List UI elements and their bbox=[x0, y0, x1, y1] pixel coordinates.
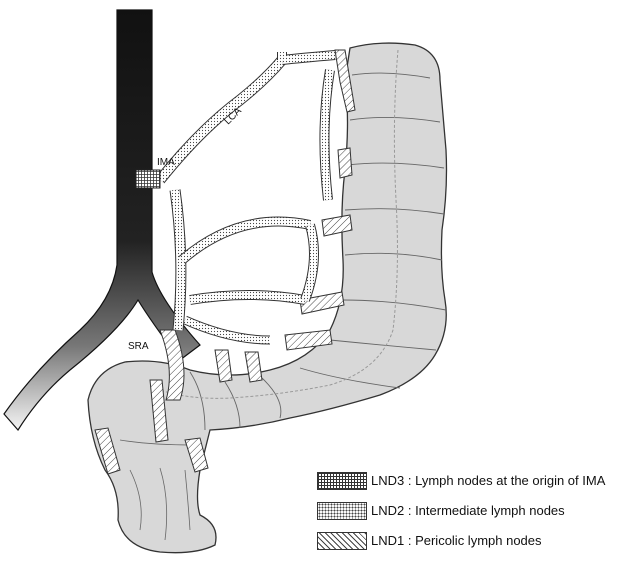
legend-text-lnd3: LND3 : Lymph nodes at the origin of IMA bbox=[371, 473, 605, 488]
legend-swatch-lnd3 bbox=[317, 472, 367, 490]
legend-text-lnd1: LND1 : Pericolic lymph nodes bbox=[371, 533, 542, 548]
legend: LND3 : Lymph nodes at the origin of IMA … bbox=[317, 470, 632, 560]
legend-text-lnd2: LND2 : Intermediate lymph nodes bbox=[371, 503, 565, 518]
sra-label: SRA bbox=[128, 341, 149, 352]
legend-item-lnd1: LND1 : Pericolic lymph nodes bbox=[317, 530, 632, 560]
legend-item-lnd2: LND2 : Intermediate lymph nodes bbox=[317, 500, 632, 530]
legend-swatch-lnd1 bbox=[317, 532, 367, 550]
legend-item-lnd3: LND3 : Lymph nodes at the origin of IMA bbox=[317, 470, 632, 500]
lnd3-ima-origin bbox=[136, 170, 160, 188]
ima-label: IMA bbox=[157, 157, 175, 168]
legend-swatch-lnd2 bbox=[317, 502, 367, 520]
lnd2-vessels bbox=[160, 52, 335, 340]
